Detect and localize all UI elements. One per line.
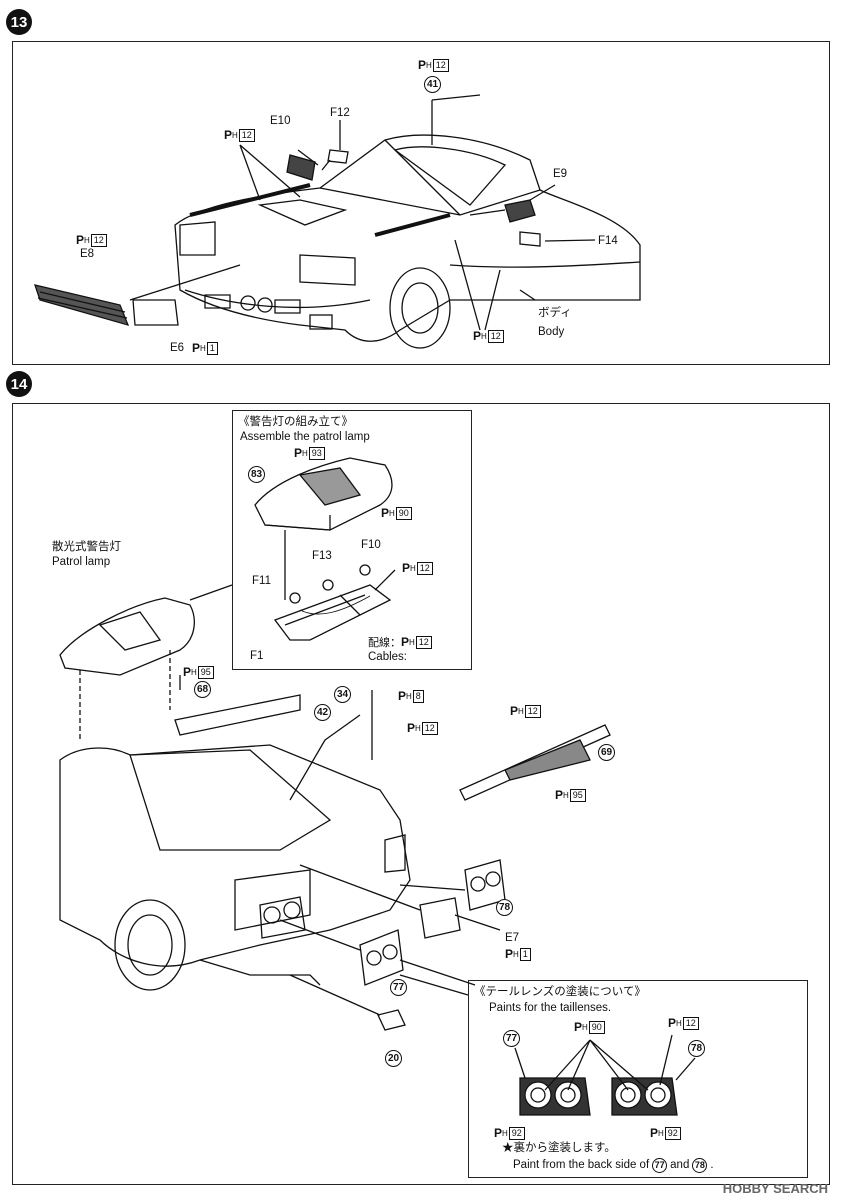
- part-41: 41: [424, 76, 441, 93]
- label-e8: E8: [80, 248, 95, 260]
- label-f14: F14: [598, 235, 618, 247]
- label-body-jp: ボディ: [538, 307, 572, 319]
- part-69: 69: [598, 744, 615, 761]
- tail-note-jp: ★裏から塗装します。: [502, 1142, 616, 1154]
- step-13-number: 13: [6, 9, 32, 35]
- step-14-number: 14: [6, 371, 32, 397]
- part-83: 83: [248, 466, 265, 483]
- label-e7: E7: [505, 932, 520, 944]
- label-f12: F12: [330, 107, 350, 119]
- part-20: 20: [385, 1050, 402, 1067]
- watermark: HOBBY SEARCH: [722, 1181, 828, 1196]
- cables-label-en: Cables:: [368, 651, 407, 663]
- label-e9: E9: [553, 168, 568, 180]
- part-42: 42: [314, 704, 331, 721]
- label-f11: F11: [252, 575, 271, 587]
- label-f10: F10: [361, 539, 381, 551]
- tail-part-78: 78: [688, 1040, 705, 1057]
- tail-inset-title-en: Paints for the taillenses.: [489, 1002, 612, 1014]
- note-part-78: 78: [692, 1158, 708, 1173]
- label-f1: F1: [250, 650, 264, 662]
- label-e6: E6: [170, 342, 185, 354]
- step-13-panel: [12, 41, 830, 365]
- label-f13: F13: [312, 550, 332, 562]
- patrol-lamp-label-jp: 散光式警告灯: [52, 541, 121, 553]
- label-body-en: Body: [538, 326, 565, 338]
- part-78: 78: [496, 899, 513, 916]
- tail-inset-title-jp: 《テールレンズの塗装について》: [474, 986, 646, 998]
- part-34: 34: [334, 686, 351, 703]
- patrol-inset-title-en: Assemble the patrol lamp: [240, 431, 370, 443]
- tail-note-en: Paint from the back side of 77 and 78 .: [513, 1158, 714, 1173]
- part-68: 68: [194, 681, 211, 698]
- patrol-lamp-inset: [232, 410, 472, 670]
- part-77: 77: [390, 979, 407, 996]
- label-e10: E10: [270, 115, 291, 127]
- note-part-77: 77: [652, 1158, 668, 1173]
- patrol-inset-title-jp: 《警告灯の組み立て》: [238, 416, 353, 428]
- tail-part-77: 77: [503, 1030, 520, 1047]
- patrol-lamp-label-en: Patrol lamp: [52, 556, 111, 568]
